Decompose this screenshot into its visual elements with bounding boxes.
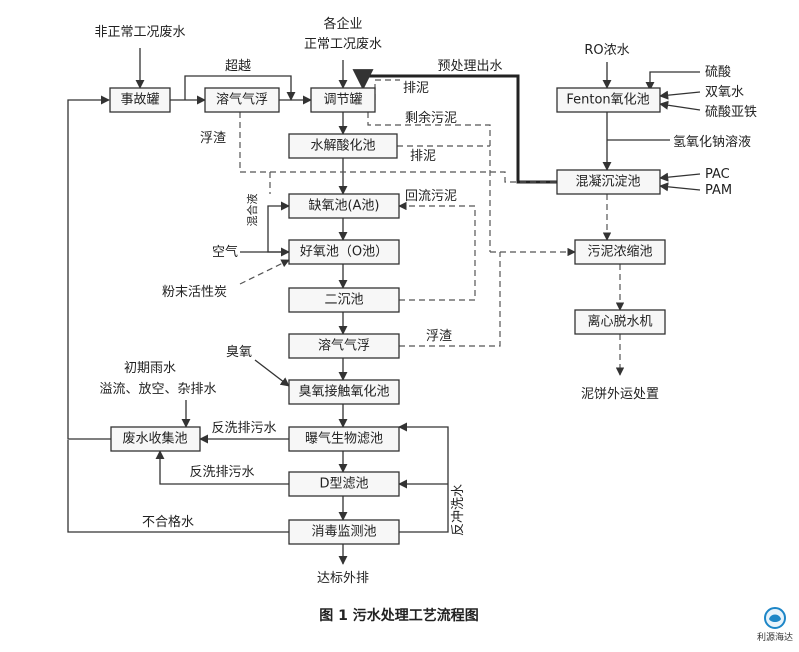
logo-text: 利源海达	[757, 631, 793, 643]
svg-text:好氧池（O池）: 好氧池（O池）	[300, 245, 388, 260]
label-mixed-liquor: 混合液	[245, 194, 259, 227]
node-wastewater-collection: 废水收集池	[110, 426, 201, 452]
sludge-lines	[239, 79, 625, 376]
label-discharge: 达标外排	[317, 571, 369, 586]
label-sludge-1: 排泥	[403, 81, 429, 96]
label-pam: PAM	[705, 183, 732, 198]
main-flow-lines	[67, 48, 449, 565]
label-unqualified: 不合格水	[142, 514, 194, 530]
node-coag-sed: 混凝沉淀池	[556, 169, 661, 195]
node-daf-2: 溶气气浮	[288, 333, 400, 359]
svg-text:废水收集池: 废水收集池	[122, 431, 187, 447]
svg-text:溶气气浮: 溶气气浮	[318, 338, 370, 354]
node-centrifuge: 离心脱水机	[574, 309, 666, 335]
label-scum-2: 浮渣	[426, 329, 452, 344]
node-baf: 曝气生物滤池	[288, 426, 400, 452]
svg-text:调节罐: 调节罐	[323, 93, 362, 108]
label-backwash-1: 反洗排污水	[211, 421, 276, 436]
company-logo: 利源海达	[752, 602, 798, 648]
svg-text:D型滤池: D型滤池	[319, 477, 368, 492]
node-anoxic: 缺氧池(A池)	[288, 193, 400, 219]
label-naoh: 氢氧化钠溶液	[673, 135, 751, 150]
svg-text:二沉池: 二沉池	[324, 293, 363, 308]
node-equalization-tank: 调节罐	[310, 87, 376, 113]
svg-text:臭氧接触氧化池: 臭氧接触氧化池	[298, 384, 389, 400]
label-sludge-disposal: 泥饼外运处置	[581, 387, 659, 402]
node-ozone-oxidation: 臭氧接触氧化池	[288, 379, 400, 405]
node-fenton: Fenton氧化池	[556, 87, 661, 113]
label-normal-input-2: 正常工况废水	[304, 36, 382, 52]
node-sludge-thickener: 污泥浓缩池	[574, 239, 666, 265]
node-accident-tank: 事故罐	[109, 87, 171, 113]
label-ferrous-sulfate: 硫酸亚铁	[705, 105, 757, 120]
svg-text:消毒监测池: 消毒监测池	[311, 525, 376, 540]
svg-text:污泥浓缩池: 污泥浓缩池	[587, 244, 652, 260]
label-ro-input: RO浓水	[584, 43, 629, 58]
label-normal-input-1: 各企业	[323, 16, 362, 32]
label-backwash-water: 反冲洗水	[451, 484, 466, 536]
node-daf-1: 溶气气浮	[204, 87, 280, 113]
svg-text:溶气气浮: 溶气气浮	[216, 92, 268, 108]
label-sludge-2: 排泥	[410, 149, 436, 164]
label-sulfuric-acid: 硫酸	[705, 65, 731, 80]
svg-text:缺氧池(A池): 缺氧池(A池)	[308, 199, 379, 214]
node-secondary-clarifier: 二沉池	[288, 287, 400, 313]
figure-caption: 图 1 污水处理工艺流程图	[319, 607, 479, 624]
node-d-filter: D型滤池	[288, 471, 400, 497]
label-pretreat-out: 预处理出水	[437, 59, 502, 74]
droplet-logo-icon: 利源海达	[757, 607, 793, 643]
svg-text:曝气生物滤池: 曝气生物滤池	[305, 431, 383, 447]
label-air: 空气	[212, 244, 238, 260]
label-pac-powder: 粉末活性炭	[162, 285, 227, 300]
label-overflow: 超越	[225, 59, 251, 74]
label-hydrogen-peroxide: 双氧水	[705, 85, 744, 100]
svg-text:混凝沉淀池: 混凝沉淀池	[575, 174, 640, 190]
node-hydrolysis: 水解酸化池	[288, 133, 398, 159]
label-excess-sludge: 剩余污泥	[405, 110, 457, 126]
node-aerobic: 好氧池（O池）	[288, 239, 400, 265]
label-scum-1: 浮渣	[200, 131, 226, 146]
svg-text:水解酸化池: 水解酸化池	[310, 139, 375, 154]
label-rain-2: 溢流、放空、杂排水	[99, 382, 216, 397]
svg-text:离心脱水机: 离心脱水机	[587, 314, 652, 330]
node-disinfection: 消毒监测池	[288, 519, 400, 545]
svg-text:Fenton氧化池: Fenton氧化池	[566, 93, 649, 108]
label-rain-1: 初期雨水	[124, 361, 176, 376]
label-ozone: 臭氧	[226, 345, 252, 360]
label-backwash-2: 反洗排污水	[189, 465, 254, 480]
svg-text:事故罐: 事故罐	[120, 93, 159, 108]
label-pac: PAC	[705, 167, 730, 182]
label-return-sludge: 回流污泥	[405, 189, 457, 204]
label-abnormal-input: 非正常工况废水	[94, 24, 185, 40]
